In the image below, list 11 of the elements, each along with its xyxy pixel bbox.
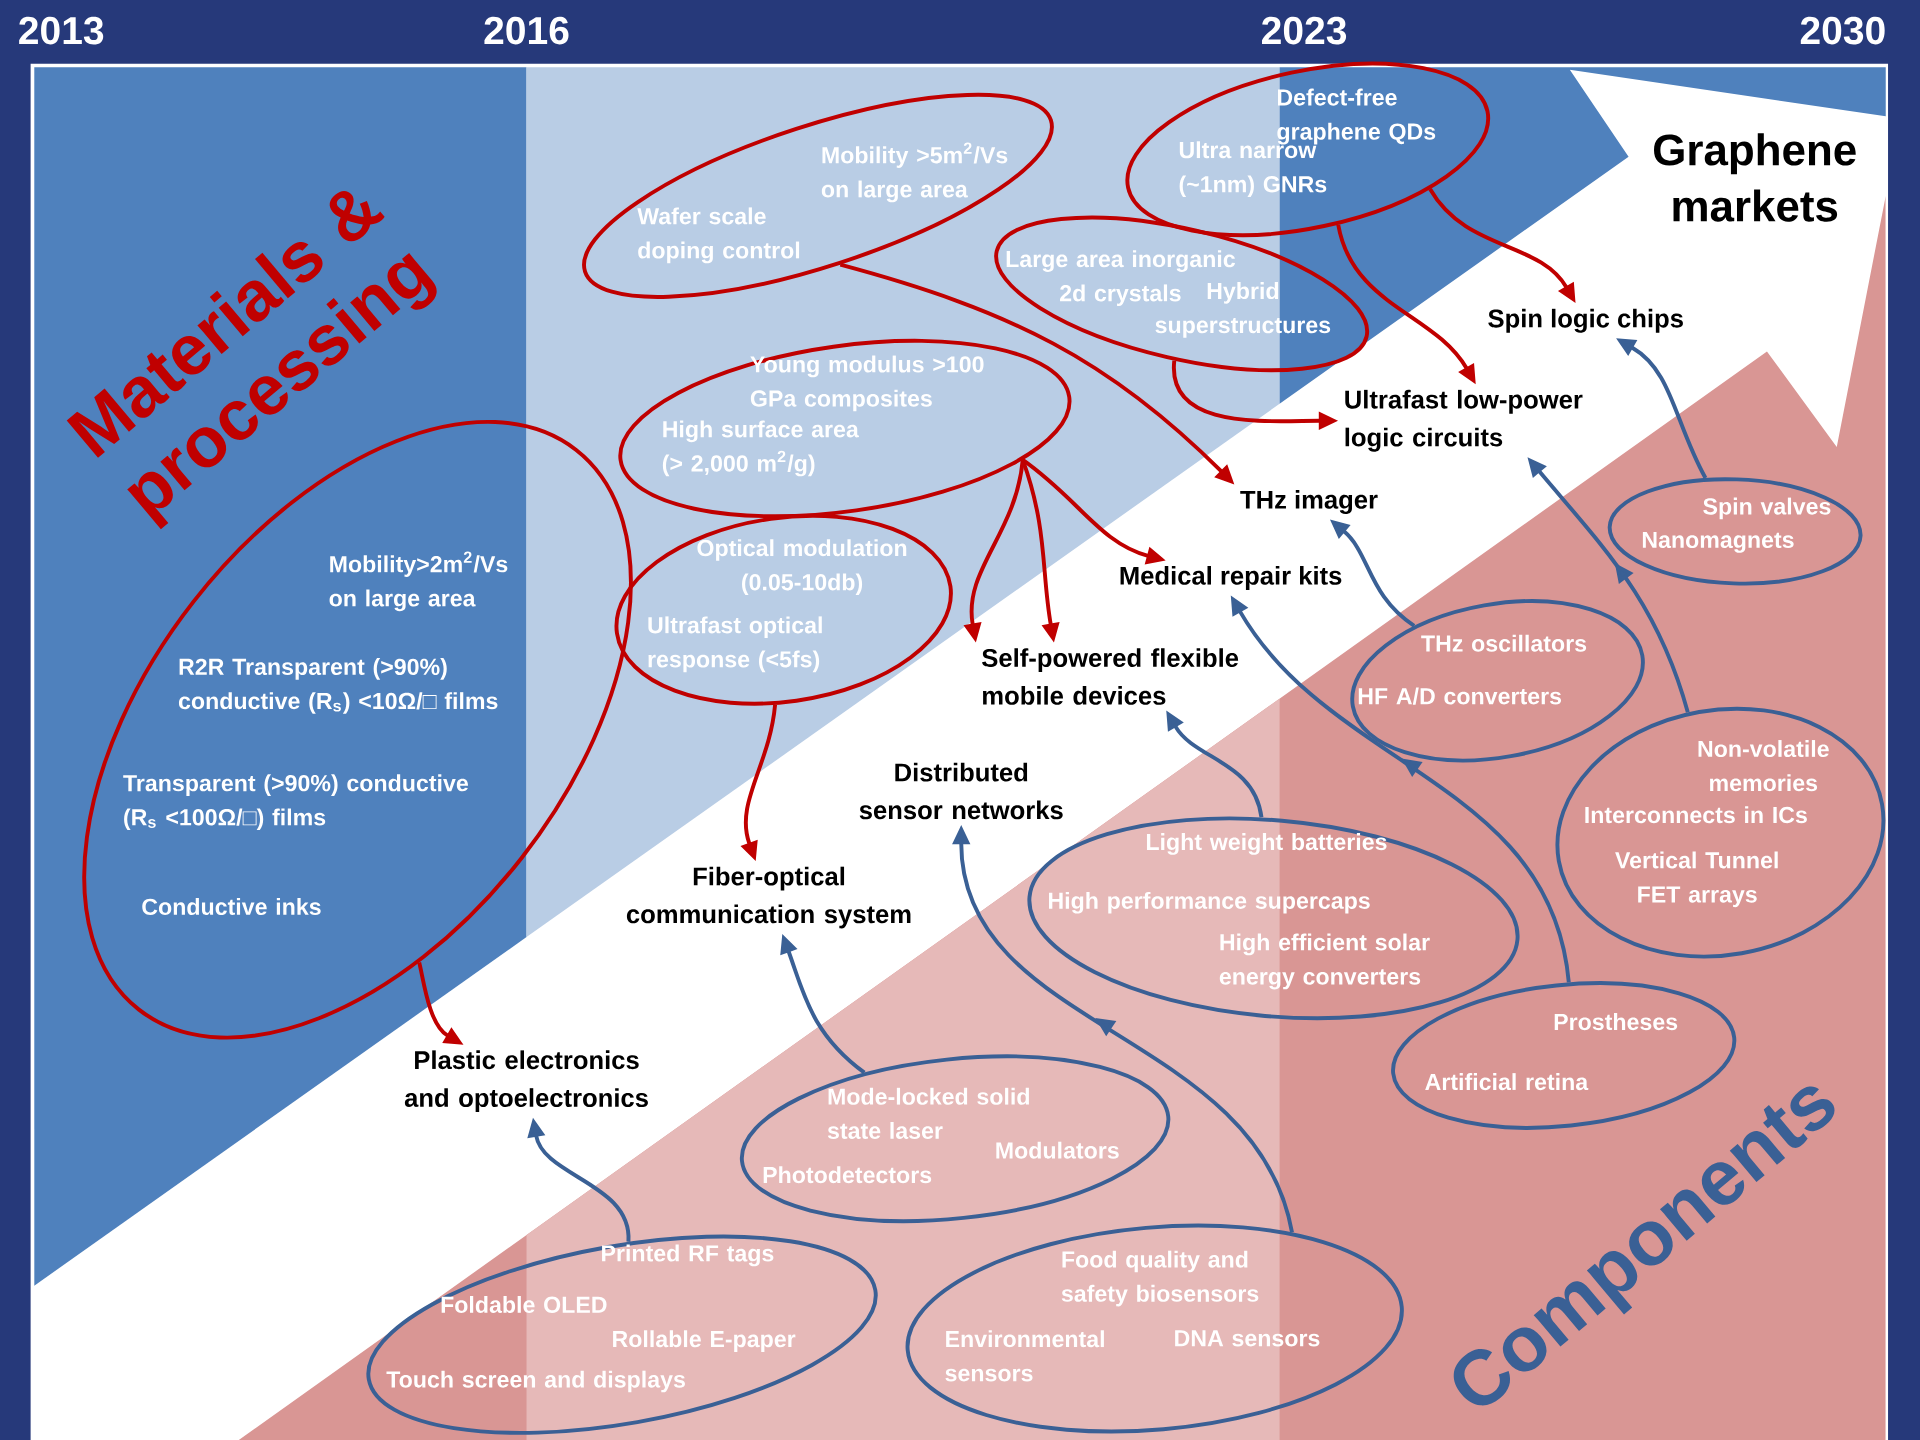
market-label: Self-powered flexible mobile devices xyxy=(982,648,1239,705)
market-label: Fiber-optical communication system xyxy=(626,866,911,929)
year-label: 2013 xyxy=(19,16,104,45)
market-label: Plastic electronics and optoelectronics xyxy=(404,1050,648,1113)
market-label: Medical repair kits xyxy=(1120,566,1342,590)
market-label: Spin logic chips xyxy=(1488,308,1683,333)
year-label: 2030 xyxy=(1800,16,1885,45)
year-label: 2016 xyxy=(484,16,569,45)
market-label: Ultrafast low-power logic circuits xyxy=(1345,389,1583,452)
market-label: THz imager xyxy=(1240,490,1378,514)
title: Graphene markets xyxy=(1654,133,1856,222)
